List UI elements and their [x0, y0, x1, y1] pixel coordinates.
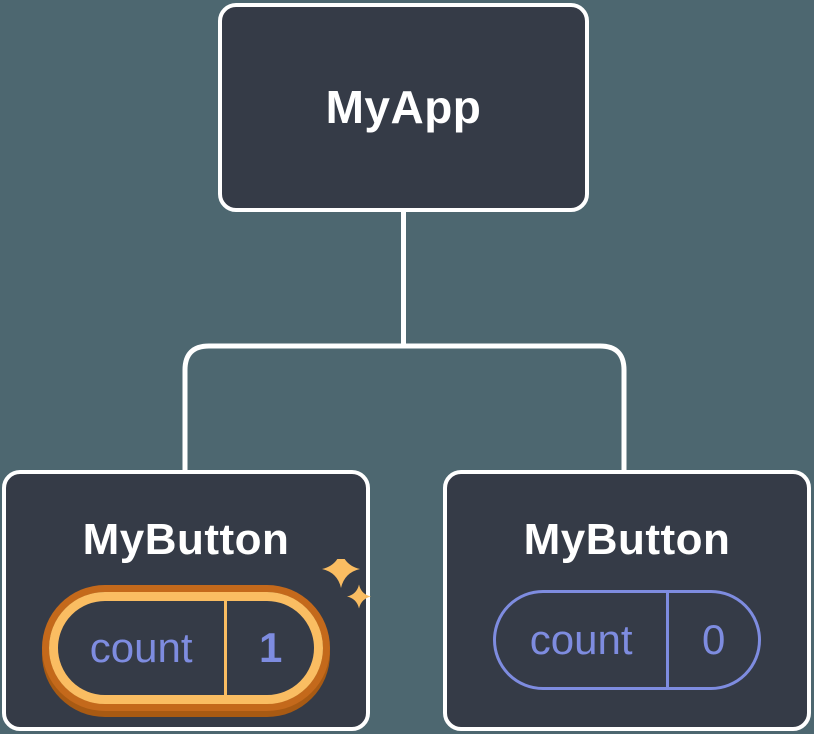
component-node-mybutton-highlighted: MyButton count 1	[2, 470, 371, 731]
component-node-myapp: MyApp	[218, 3, 589, 212]
state-key-label: count	[496, 593, 670, 688]
component-label: MyButton	[523, 515, 731, 564]
state-pill: count 0	[493, 590, 761, 691]
state-pill-highlighted: count 1	[49, 592, 323, 705]
sparkle-small	[347, 584, 371, 609]
state-key-label: count	[58, 601, 228, 696]
state-value: 1	[259, 624, 283, 672]
connector-branch	[182, 343, 627, 470]
component-label: MyButton	[82, 515, 290, 564]
component-label: MyApp	[325, 81, 482, 134]
component-node-mybutton-plain: MyButton count 0	[443, 470, 811, 731]
state-value: 0	[701, 616, 726, 664]
sparkle-large	[322, 559, 360, 588]
